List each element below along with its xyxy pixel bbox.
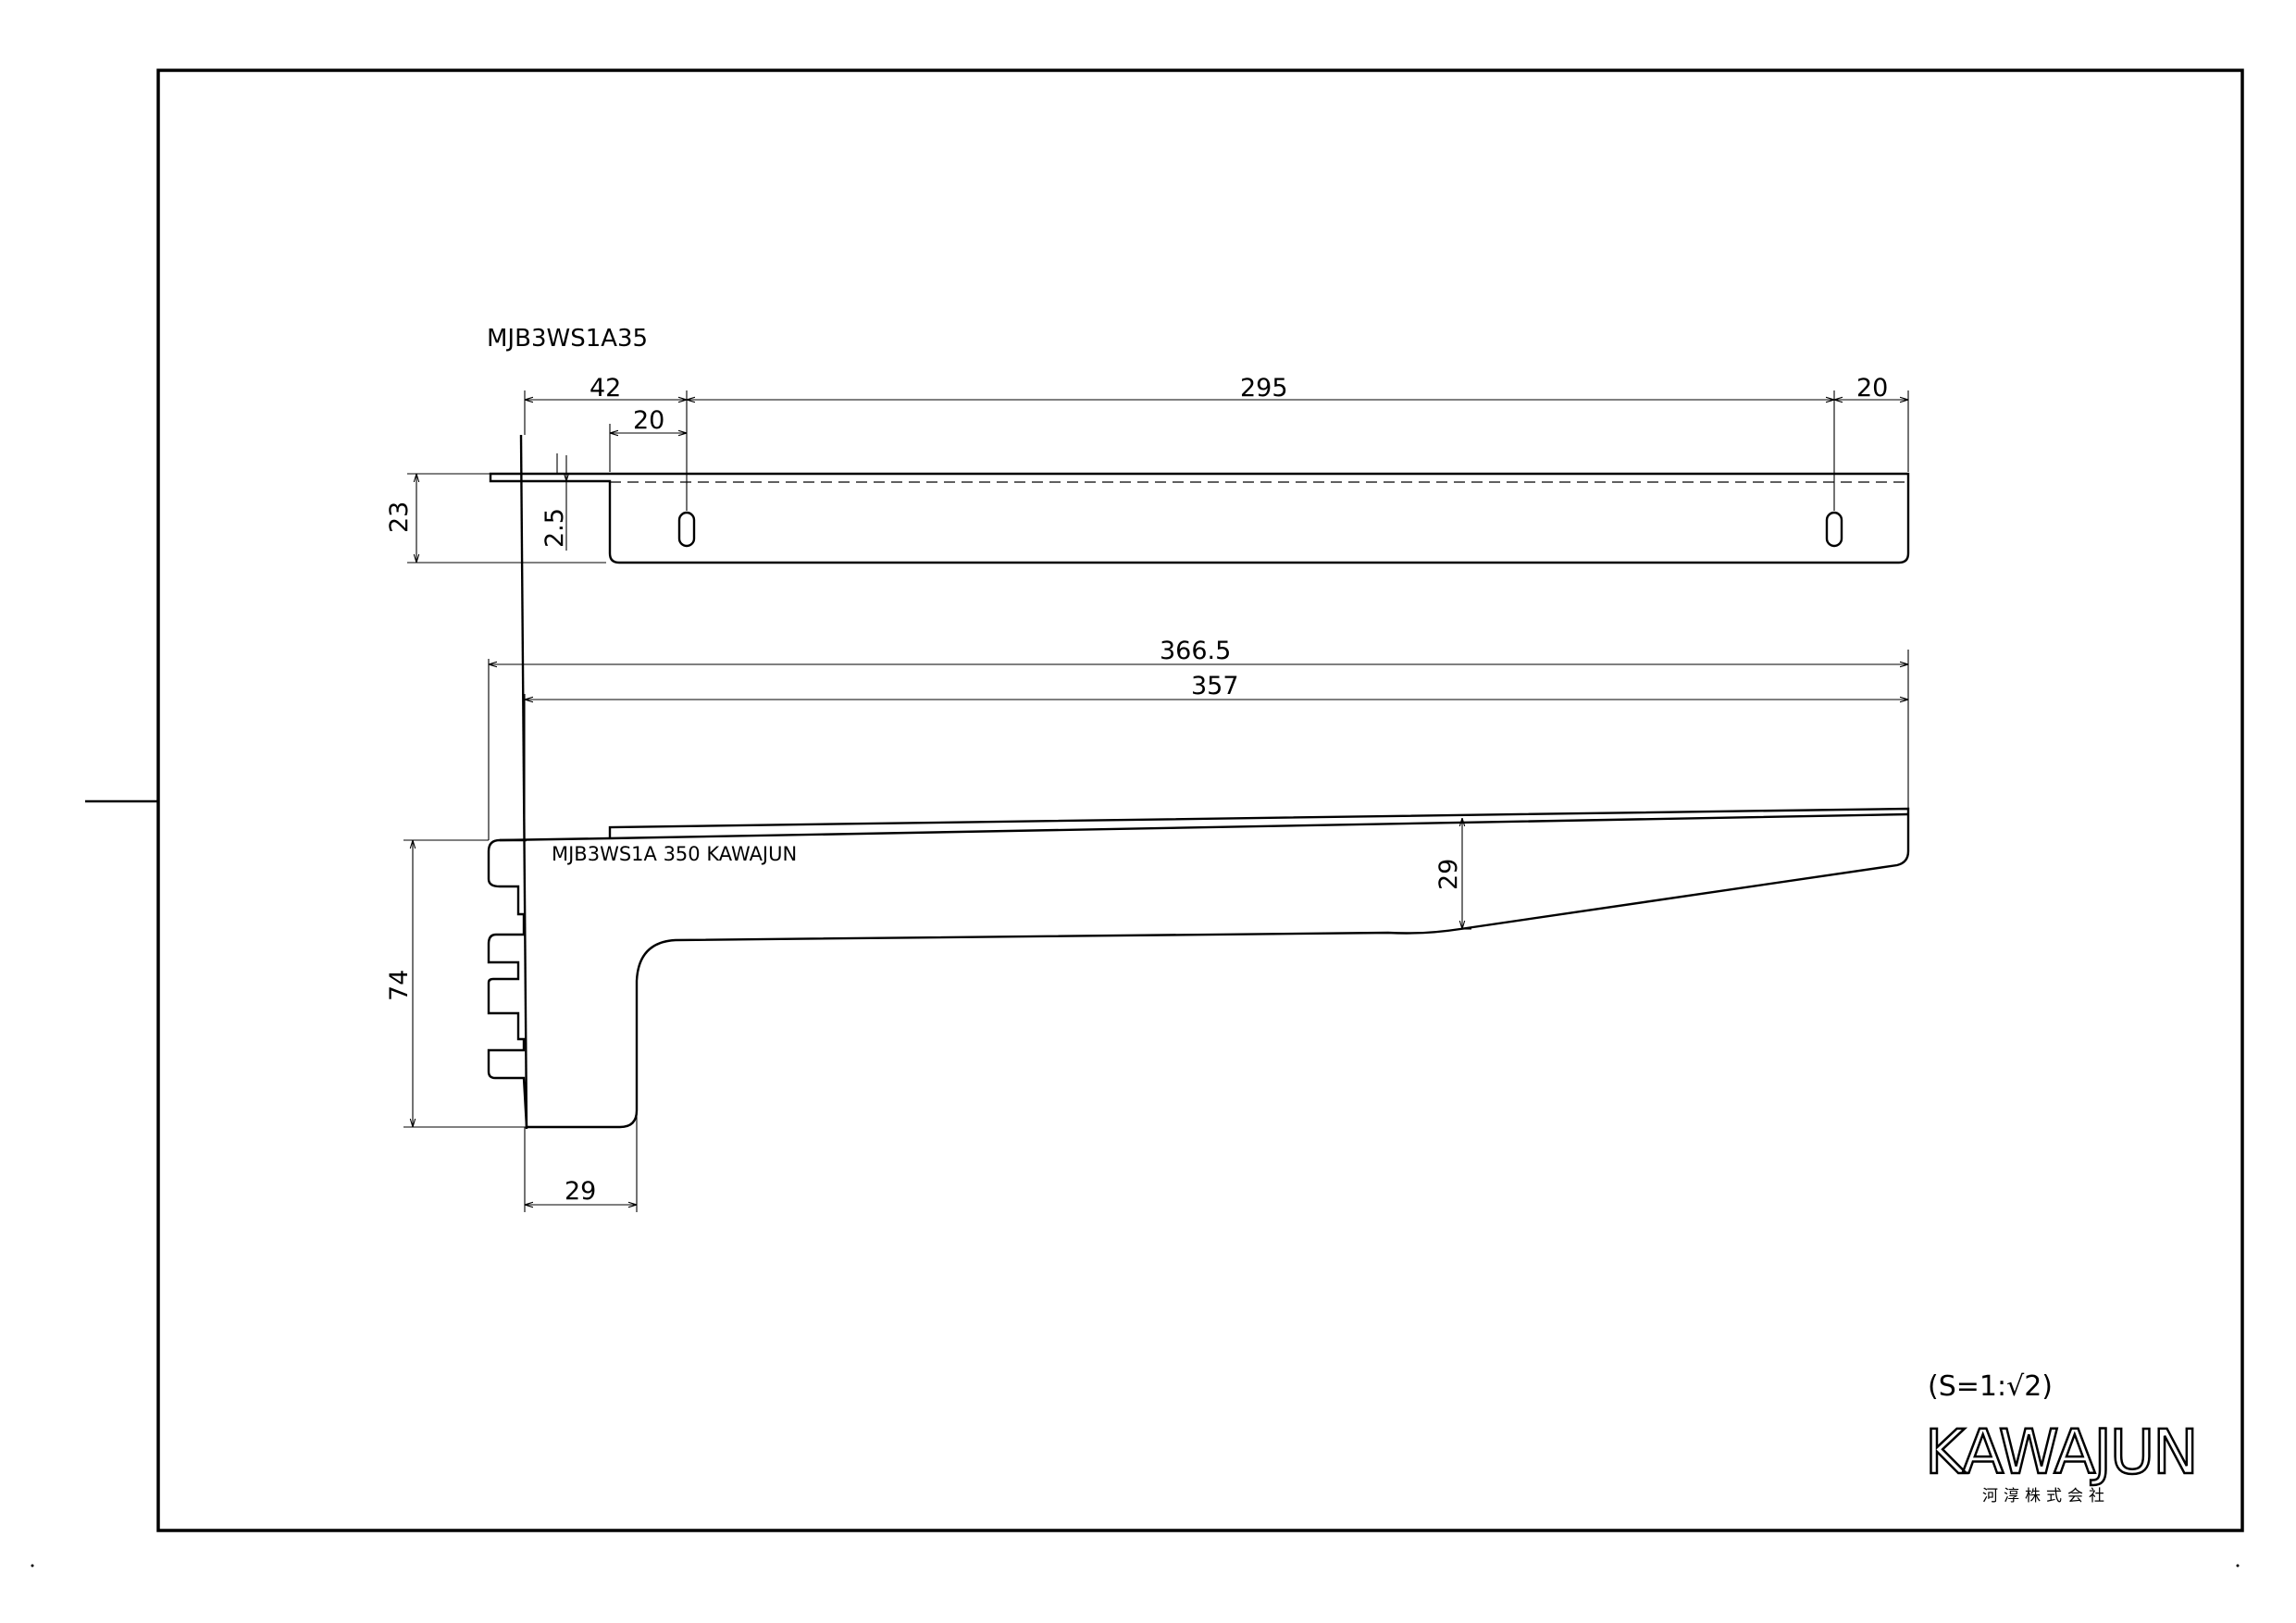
drawing-frame [156,68,2244,1532]
company-name: 河淳株式会社 [1982,1487,2110,1505]
top-view [489,434,1910,1130]
company-logo: KAWAJUN [1925,1417,2197,1488]
scale-label: (S=1:√2) [1928,1370,2053,1403]
bracket-stamp: MJB3WS1A 350 KAWAJUN [552,843,797,865]
corner-dot-left [31,1564,34,1567]
dim-label-366-5: 366.5 [1160,637,1231,665]
dim-label-29-base: 29 [565,1177,596,1206]
dim-label-20-left: 20 [633,406,664,435]
dim-label-2-5: 2.5 [540,508,569,548]
back-plate-line [519,434,528,1130]
corner-dot-right [2236,1564,2240,1567]
dim-label-74: 74 [385,970,414,1001]
dim-label-20-right: 20 [1856,374,1888,403]
part-code-label: MJB3WS1A35 [487,325,648,353]
mounting-slot-right [1825,511,1843,548]
mounting-slot-left [677,511,696,548]
top-flange-outline [489,472,1910,564]
dim-label-23: 23 [385,502,414,533]
dim-label-42: 42 [590,374,621,403]
side-view: MJB3WS1A 350 KAWAJUN [487,807,1910,1129]
dim-label-29-tip: 29 [1434,859,1463,890]
top-dimensions: 42 295 20 20 23 2.5 [385,374,1909,564]
bracket-outline [487,814,1910,1129]
arm-lip [608,807,1910,838]
dim-label-357: 357 [1191,672,1239,700]
dim-label-295: 295 [1240,374,1288,403]
side-dimensions: 366.5 357 29 74 29 [385,637,1909,1212]
